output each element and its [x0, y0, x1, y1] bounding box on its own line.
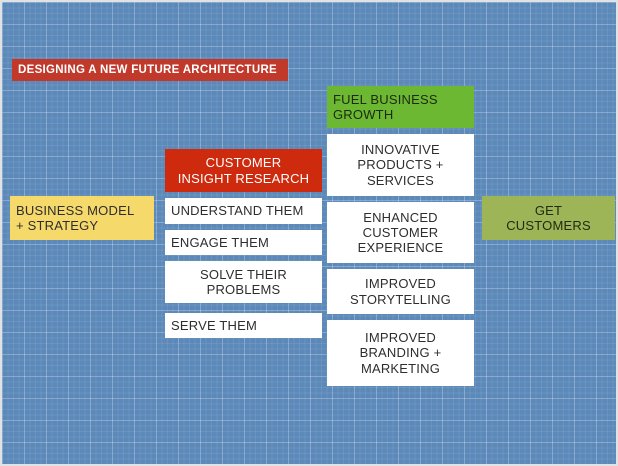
title-banner: DESIGNING A NEW FUTURE ARCHITECTURE: [12, 59, 288, 81]
box-improved-branding-marketing: IMPROVED BRANDING + MARKETING: [327, 320, 474, 386]
box-customer-insight-research: CUSTOMER INSIGHT RESEARCH: [165, 149, 322, 192]
box-solve-their-problems: SOLVE THEIR PROBLEMS: [165, 261, 322, 303]
box-serve-them: SERVE THEM: [165, 313, 322, 338]
box-engage-them: ENGAGE THEM: [165, 230, 322, 255]
box-business-model-strategy: BUSINESS MODEL + STRATEGY: [10, 196, 154, 240]
box-understand-them: UNDERSTAND THEM: [165, 198, 322, 224]
box-fuel-business-growth: FUEL BUSINESS GROWTH: [327, 86, 474, 128]
box-innovative-products-services: INNOVATIVE PRODUCTS + SERVICES: [327, 134, 474, 196]
box-improved-storytelling: IMPROVED STORYTELLING: [327, 269, 474, 314]
box-get-customers: GET CUSTOMERS: [482, 196, 615, 240]
box-enhanced-customer-experience: ENHANCED CUSTOMER EXPERIENCE: [327, 202, 474, 263]
